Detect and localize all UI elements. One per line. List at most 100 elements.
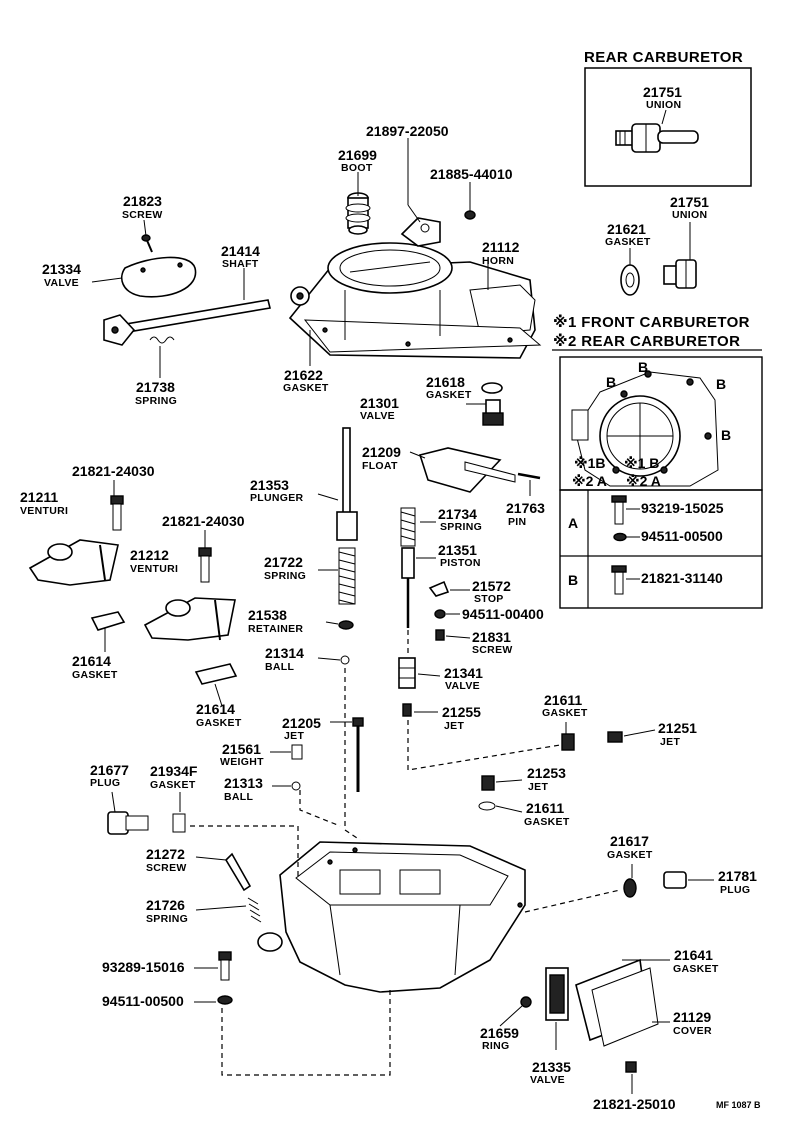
label-21561: 21561 bbox=[222, 741, 261, 757]
float-21209-drawing bbox=[418, 447, 516, 493]
part-number-21751-inset: 21751 bbox=[643, 84, 682, 100]
label-21763: 21763 bbox=[506, 500, 545, 516]
label-21112: 21112 bbox=[482, 239, 520, 255]
jet-21205-drawing bbox=[352, 717, 364, 792]
label-21821-24030-b: 21821-24030 bbox=[162, 513, 245, 529]
label-21823: 21823 bbox=[123, 193, 162, 209]
label-21831: 21831 bbox=[472, 629, 511, 645]
label-21611-b-name: GASKET bbox=[524, 816, 570, 828]
label-21734-name: SPRING bbox=[440, 521, 482, 533]
part-labels: 21897-22050 21699 BOOT 21885-44010 21823… bbox=[20, 123, 761, 1112]
label-21699: 21699 bbox=[338, 147, 377, 163]
venturi-21211-drawing bbox=[28, 539, 119, 586]
valve-21334-drawing bbox=[121, 256, 197, 298]
label-21414: 21414 bbox=[221, 243, 260, 259]
label-21572-name: STOP bbox=[474, 593, 504, 605]
retainer-21538-drawing bbox=[338, 620, 354, 630]
label-21351-name: PISTON bbox=[440, 557, 481, 569]
table-row-key-b: B bbox=[568, 572, 578, 588]
gasket-21618-drawing bbox=[481, 382, 503, 394]
label-21641: 21641 bbox=[674, 947, 713, 963]
label-21722: 21722 bbox=[264, 554, 303, 570]
label-21538: 21538 bbox=[248, 607, 287, 623]
label-21617-name: GASKET bbox=[607, 849, 653, 861]
bolt-label-b-top: B bbox=[638, 359, 648, 375]
label-21738-name: SPRING bbox=[135, 395, 177, 407]
pin-21763-drawing bbox=[517, 472, 541, 480]
label-21205-name: JET bbox=[284, 730, 304, 742]
label-21751-name: UNION bbox=[672, 209, 707, 221]
screw-21823-drawing bbox=[141, 234, 153, 253]
label-21831-name: SCREW bbox=[472, 644, 513, 656]
bolt-label-1b: ※1B bbox=[574, 455, 606, 471]
valve-21341-drawing bbox=[398, 657, 416, 689]
jet-21251-drawing bbox=[607, 731, 623, 743]
cover-21129-drawing bbox=[591, 967, 659, 1047]
note-front-carburetor: ※1 FRONT CARBURETOR bbox=[553, 313, 750, 331]
label-94511-00400: 94511-00400 bbox=[462, 606, 544, 622]
label-21335-name: VALVE bbox=[530, 1074, 565, 1086]
shaft-21414-drawing bbox=[103, 299, 271, 346]
label-21212-name: VENTURI bbox=[130, 563, 178, 575]
label-21611-b: 21611 bbox=[526, 800, 564, 816]
label-21611-a: 21611 bbox=[544, 692, 582, 708]
stop-21572-drawing bbox=[428, 580, 450, 597]
rear-carburetor-title: REAR CARBURETOR bbox=[584, 49, 743, 66]
label-21301: 21301 bbox=[360, 395, 399, 411]
leader-lines bbox=[91, 138, 714, 1094]
gasket-21614-b-drawing bbox=[194, 663, 238, 685]
label-21253: 21253 bbox=[527, 765, 566, 781]
label-21313: 21313 bbox=[224, 775, 263, 791]
label-21781-name: PLUG bbox=[720, 884, 750, 896]
bolt-table: A B 93219-15025 94511-00500 21821-31140 bbox=[559, 489, 763, 609]
part-name-21751-inset: UNION bbox=[646, 99, 681, 111]
label-21334: 21334 bbox=[42, 261, 81, 277]
label-21272-name: SCREW bbox=[146, 862, 187, 874]
jet-21253-drawing bbox=[481, 775, 495, 791]
label-21821-25010: 21821-25010 bbox=[593, 1096, 676, 1112]
union-21751-inset-drawing bbox=[615, 123, 699, 153]
bolt-label-2a-center: ※2 A bbox=[626, 473, 661, 489]
label-21353: 21353 bbox=[250, 477, 289, 493]
label-21614-b: 21614 bbox=[196, 701, 235, 717]
bolt-label-b-side: B bbox=[721, 427, 731, 443]
screw-21272-drawing bbox=[224, 852, 252, 892]
plug-21781-drawing bbox=[663, 871, 687, 889]
label-21618-name: GASKET bbox=[426, 389, 472, 401]
piston-21351-drawing bbox=[401, 547, 415, 628]
plunger-21353-drawing bbox=[336, 427, 358, 541]
carburetor-body-drawing bbox=[257, 841, 526, 993]
label-21641-name: GASKET bbox=[673, 963, 719, 975]
ball-21313-drawing bbox=[291, 781, 301, 791]
note-rear-carburetor: ※2 REAR CARBURETOR bbox=[553, 332, 740, 350]
label-21561-name: WEIGHT bbox=[220, 756, 264, 768]
label-21251: 21251 bbox=[658, 720, 697, 736]
label-21209: 21209 bbox=[362, 444, 401, 460]
label-21211: 21211 bbox=[20, 489, 58, 505]
label-21821-24030-a: 21821-24030 bbox=[72, 463, 155, 479]
weight-21561-drawing bbox=[291, 744, 303, 760]
label-21255: 21255 bbox=[442, 704, 481, 720]
label-21341-name: VALVE bbox=[445, 680, 480, 692]
label-21212: 21212 bbox=[130, 547, 169, 563]
label-21763-name: PIN bbox=[508, 516, 526, 528]
label-21341: 21341 bbox=[444, 665, 483, 681]
gasket-21621-drawing bbox=[620, 264, 640, 296]
label-21251-name: JET bbox=[660, 736, 680, 748]
label-21726-name: SPRING bbox=[146, 913, 188, 925]
spring-21722-drawing bbox=[338, 547, 356, 605]
label-21621: 21621 bbox=[607, 221, 646, 237]
clip-21897-drawing bbox=[400, 217, 441, 247]
label-21614-a: 21614 bbox=[72, 653, 111, 669]
label-21781: 21781 bbox=[718, 868, 757, 884]
label-21351: 21351 bbox=[438, 542, 477, 558]
label-21622-name: GASKET bbox=[283, 382, 329, 394]
label-21734: 21734 bbox=[438, 506, 477, 522]
label-21253-name: JET bbox=[528, 781, 548, 793]
bolt-label-b-right: B bbox=[716, 376, 726, 392]
label-21112-name: HORN bbox=[482, 255, 514, 267]
label-21885-44010: 21885-44010 bbox=[430, 166, 513, 182]
screw-21821-24030-b-drawing bbox=[198, 547, 212, 583]
rear-carburetor-frame bbox=[584, 67, 752, 187]
label-21313-name: BALL bbox=[224, 791, 253, 803]
